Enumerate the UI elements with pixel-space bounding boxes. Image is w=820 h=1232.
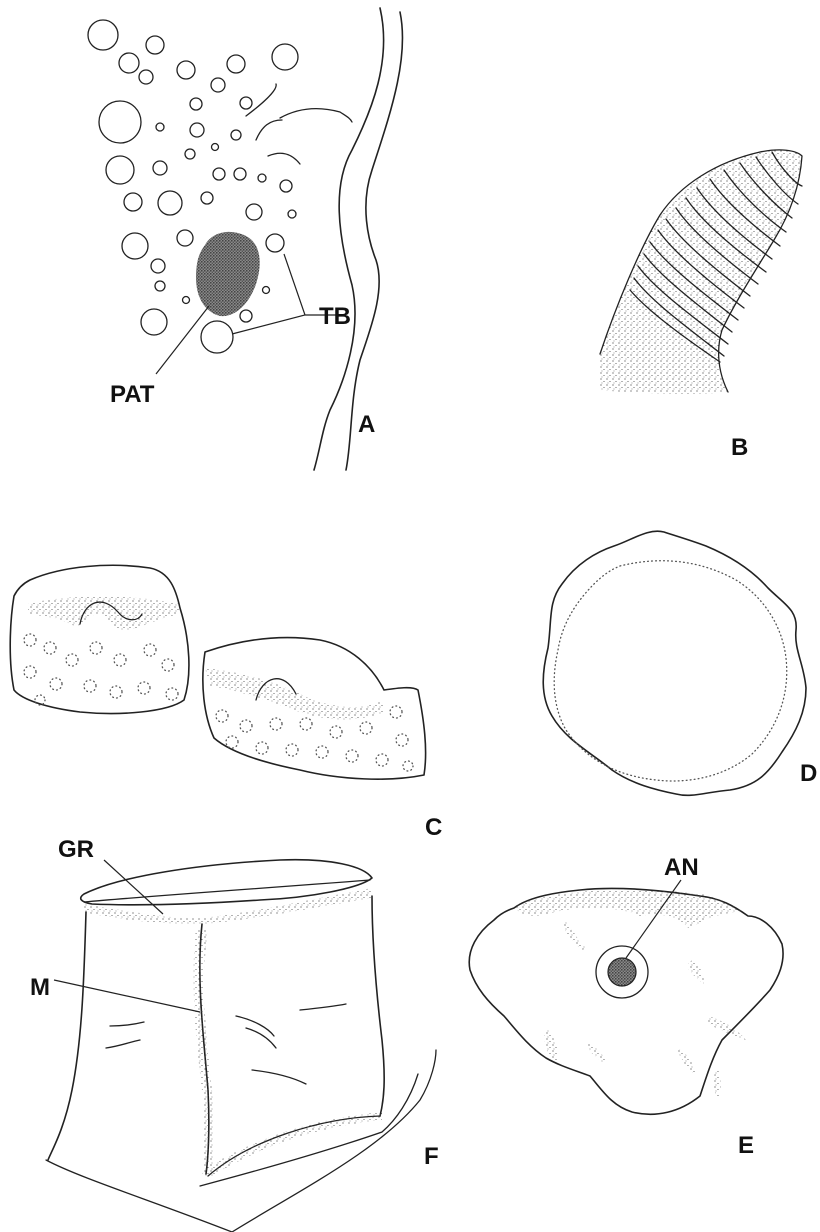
- tubercles: [88, 20, 298, 353]
- panel-label-d: D: [800, 760, 817, 787]
- panel-f-drawing: [46, 860, 436, 1232]
- papilla-pat-shape: [196, 232, 260, 316]
- panel-label-a: A: [358, 411, 375, 438]
- label-gr: GR: [58, 836, 94, 863]
- label-an: AN: [664, 854, 699, 881]
- panel-label-c: C: [425, 814, 442, 841]
- label-m: M: [30, 974, 50, 1001]
- panel-label-b: B: [731, 434, 748, 461]
- panel-label-e: E: [738, 1132, 754, 1159]
- label-tb: TB: [319, 303, 351, 330]
- panel-e-drawing: [469, 880, 783, 1114]
- left-fragment-tubercles: [24, 634, 178, 705]
- panel-c-drawing: [10, 565, 425, 779]
- gr-leader-line: [104, 860, 163, 914]
- label-pat: PAT: [110, 381, 155, 408]
- m-leader-line: [54, 980, 200, 1012]
- panel-label-f: F: [424, 1143, 439, 1170]
- panel-d-drawing: [543, 531, 806, 795]
- panel-b-drawing: [600, 150, 802, 394]
